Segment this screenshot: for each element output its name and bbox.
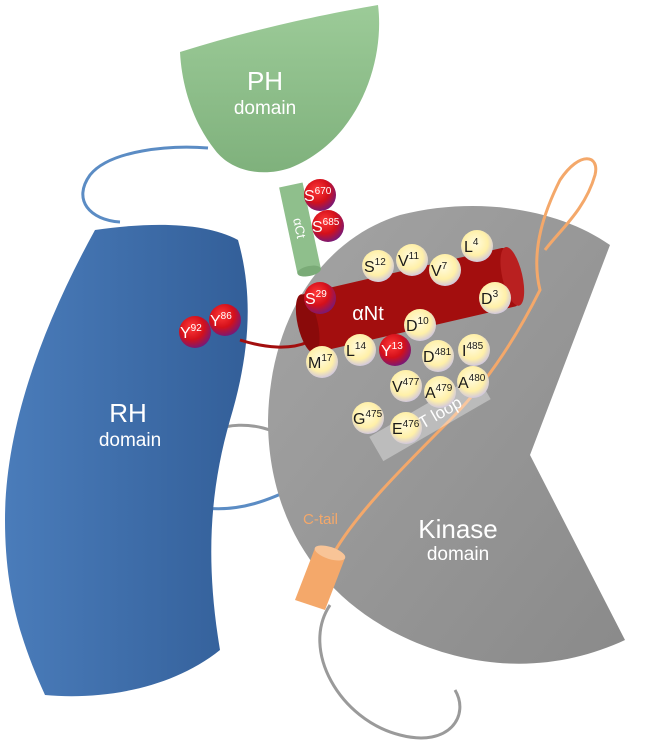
residue-s29: S29 (304, 282, 336, 314)
svg-text:S685: S685 (312, 217, 340, 236)
ph-domain-shape (180, 5, 380, 173)
residue-l14: L14 (344, 334, 376, 366)
svg-text:Y86: Y86 (210, 311, 232, 330)
residue-s12: S12 (362, 250, 394, 282)
svg-text:L4: L4 (464, 237, 479, 256)
svg-text:V11: V11 (398, 251, 419, 270)
svg-text:A480: A480 (458, 373, 486, 392)
alpha-ct-helix (279, 182, 321, 274)
residue-v477: V477 (390, 370, 422, 402)
c-tail-cylinder (295, 545, 346, 610)
svg-text:V477: V477 (392, 377, 420, 396)
svg-text:E476: E476 (392, 419, 420, 438)
residue-v7: V7 (429, 254, 461, 286)
residue-d10: D10 (404, 309, 436, 341)
linker-helix-rh (239, 338, 309, 349)
svg-text:Y13: Y13 (381, 341, 403, 360)
alpha-nt-helix (301, 247, 519, 353)
residue-a480: A480 (457, 366, 489, 398)
kinase-title: Kinase (418, 514, 498, 544)
svg-text:S12: S12 (364, 257, 386, 276)
residue-d3: D3 (479, 282, 511, 314)
svg-text:Y92: Y92 (180, 323, 202, 342)
residue-s685: S685 (312, 210, 344, 242)
ph-title: PH (247, 66, 283, 96)
svg-text:D3: D3 (481, 289, 499, 308)
residue-g475: G475 (352, 402, 384, 434)
residue-e476: E476 (390, 412, 422, 444)
svg-text:L14: L14 (346, 341, 366, 360)
c-tail-label: C-tail (303, 511, 338, 528)
residue-i485: I485 (458, 334, 490, 366)
linker-ph-rh (81, 145, 209, 224)
alpha-nt-label: αNt (352, 303, 384, 325)
rh-domain-shape (5, 224, 248, 697)
svg-text:V7: V7 (431, 261, 448, 280)
residue-y92: Y92 (179, 316, 211, 348)
kinase-subtitle: domain (427, 544, 489, 565)
linker-kinase-bottom (318, 604, 462, 740)
residue-m17: M17 (306, 346, 338, 378)
svg-text:D10: D10 (406, 316, 429, 335)
residue-l4: L4 (461, 230, 493, 262)
svg-text:I485: I485 (462, 341, 484, 360)
alpha-ct-label: αCt (290, 217, 309, 241)
svg-text:S670: S670 (304, 186, 332, 205)
residue-d481: D481 (422, 340, 454, 372)
svg-text:A479: A479 (425, 383, 453, 402)
svg-text:G475: G475 (353, 409, 383, 428)
rh-subtitle: domain (99, 430, 161, 451)
svg-text:M17: M17 (308, 353, 333, 372)
ph-subtitle: domain (234, 98, 296, 119)
residue-s670: S670 (304, 179, 336, 211)
residue-y13: Y13 (379, 334, 411, 366)
residue-v11: V11 (396, 244, 428, 276)
svg-text:D481: D481 (423, 347, 452, 366)
rh-title: RH (109, 398, 147, 428)
residue-a479: A479 (424, 376, 456, 408)
svg-text:S29: S29 (305, 289, 327, 308)
residue-y86: Y86 (209, 304, 241, 336)
c-tail-line (328, 157, 598, 561)
